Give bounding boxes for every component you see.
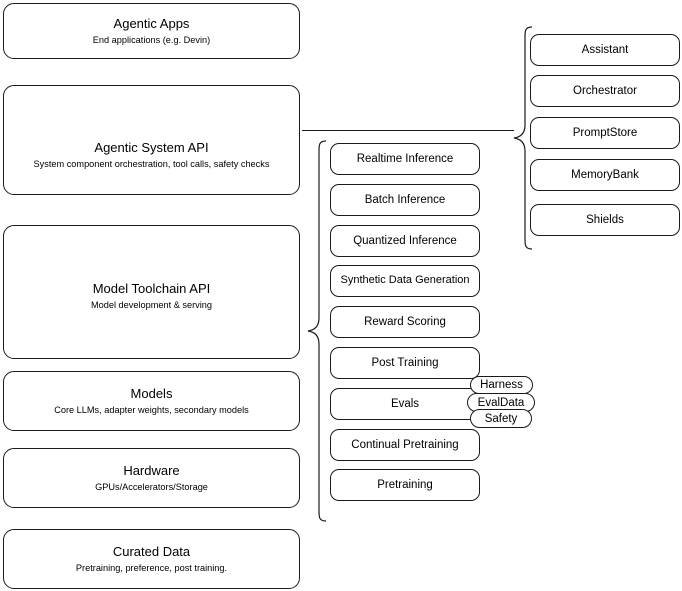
node-label: Assistant: [581, 43, 629, 56]
agentic-component-assistant[interactable]: Assistant: [530, 34, 680, 66]
layer-box-model-toolchain-api[interactable]: Model Toolchain API Model development & …: [3, 225, 300, 359]
layer-box-agentic-system-api[interactable]: Agentic System API System component orch…: [3, 85, 300, 195]
evals-pill-harness[interactable]: Harness: [470, 376, 533, 394]
layer-subtitle: GPUs/Accelerators/Storage: [95, 481, 208, 492]
node-label: Shields: [586, 213, 624, 226]
layer-title: Agentic System API: [94, 139, 209, 155]
agentic-component-shields[interactable]: Shields: [530, 204, 680, 236]
agentic-component-memorybank[interactable]: MemoryBank: [530, 159, 680, 191]
layer-text-stack: Model Toolchain API Model development & …: [91, 281, 212, 312]
node-label: Reward Scoring: [364, 315, 446, 328]
toolchain-node-batch-inference[interactable]: Batch Inference: [330, 184, 480, 216]
layer-subtitle: Pretraining, preference, post training.: [75, 562, 228, 573]
layer-subtitle: System component orchestration, tool cal…: [33, 158, 270, 169]
node-label: Realtime Inference: [356, 152, 454, 165]
curly-brace-toolchain: [306, 140, 328, 522]
node-label: Post Training: [371, 356, 439, 369]
layer-subtitle: Core LLMs, adapter weights, secondary mo…: [54, 404, 249, 415]
node-label: Evals: [390, 397, 420, 410]
toolchain-node-synthetic-data-generation[interactable]: Synthetic Data Generation: [330, 265, 480, 297]
node-label: Continual Pretraining: [351, 438, 459, 451]
layer-subtitle: Model development & serving: [90, 299, 213, 310]
layer-text-stack: Agentic System API System component orch…: [34, 140, 270, 171]
toolchain-node-reward-scoring[interactable]: Reward Scoring: [330, 306, 480, 338]
node-label: MemoryBank: [571, 168, 639, 181]
curly-brace-agentic-components: [512, 26, 534, 250]
node-label: Pretraining: [377, 478, 433, 491]
connector-line-agentic-system-to-components: [302, 130, 514, 131]
toolchain-node-realtime-inference[interactable]: Realtime Inference: [330, 143, 480, 175]
layer-box-curated-data[interactable]: Curated Data Pretraining, preference, po…: [3, 529, 300, 589]
node-label: PromptStore: [572, 126, 638, 139]
layer-box-agentic-apps[interactable]: Agentic Apps End applications (e.g. Devi…: [3, 3, 300, 59]
toolchain-node-continual-pretraining[interactable]: Continual Pretraining: [330, 429, 480, 461]
node-label: Synthetic Data Generation: [340, 274, 470, 287]
node-label: Quantized Inference: [353, 234, 457, 247]
agentic-component-promptstore[interactable]: PromptStore: [530, 117, 680, 149]
node-label: Batch Inference: [364, 193, 446, 206]
toolchain-node-quantized-inference[interactable]: Quantized Inference: [330, 225, 480, 257]
layer-box-models[interactable]: Models Core LLMs, adapter weights, secon…: [3, 371, 300, 431]
layer-title: Curated Data: [112, 543, 191, 559]
agentic-component-orchestrator[interactable]: Orchestrator: [530, 75, 680, 107]
layer-subtitle: End applications (e.g. Devin): [92, 34, 211, 45]
evals-pill-safety[interactable]: Safety: [470, 409, 532, 428]
layer-title: Hardware: [123, 462, 180, 478]
layer-title: Agentic Apps: [113, 15, 190, 31]
layer-box-hardware[interactable]: Hardware GPUs/Accelerators/Storage: [3, 448, 300, 508]
toolchain-node-pretraining[interactable]: Pretraining: [330, 469, 480, 501]
node-label: Orchestrator: [573, 84, 637, 97]
layer-title: Models: [130, 385, 173, 401]
toolchain-node-post-training[interactable]: Post Training: [330, 347, 480, 379]
toolchain-node-evals[interactable]: Evals: [330, 388, 480, 420]
layer-title: Model Toolchain API: [92, 280, 211, 296]
